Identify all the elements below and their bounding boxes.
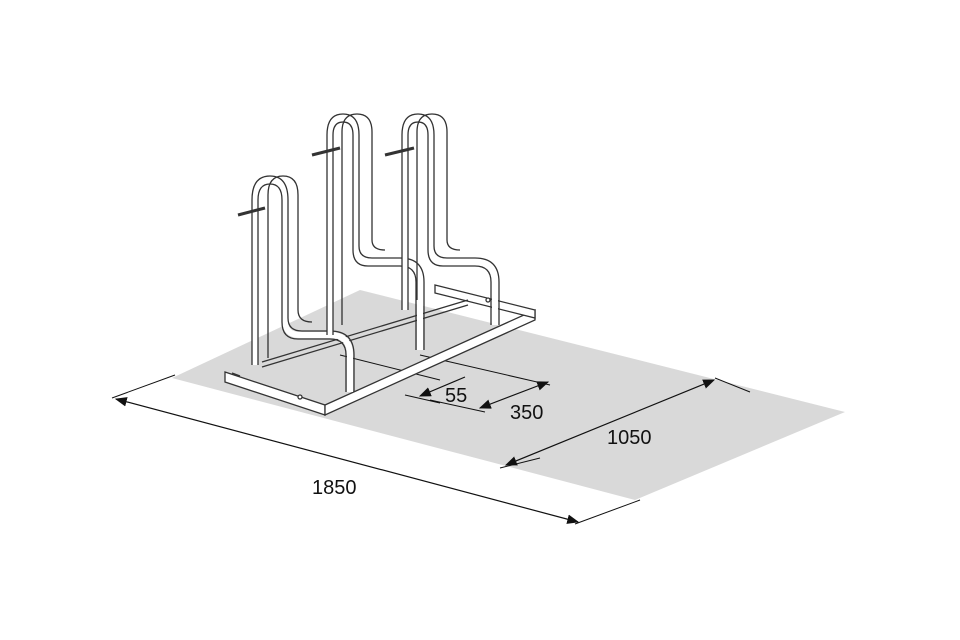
hoop-1 [237, 175, 355, 392]
dimension-label-length: 1850 [312, 477, 357, 499]
dimension-label-width: 1050 [607, 427, 652, 449]
hoop-2 [311, 113, 425, 350]
dimension-label-offset: 55 [445, 385, 467, 407]
dimension-label-spacing: 350 [510, 402, 543, 424]
dimension-line-width [504, 379, 716, 466]
dimension-line-length [114, 397, 580, 524]
dimension-line-offset [418, 376, 466, 397]
dimension-line-spacing [478, 381, 550, 409]
hoop-3 [384, 113, 500, 325]
rack-hoops [237, 113, 500, 392]
rack-base-frame [224, 284, 536, 417]
